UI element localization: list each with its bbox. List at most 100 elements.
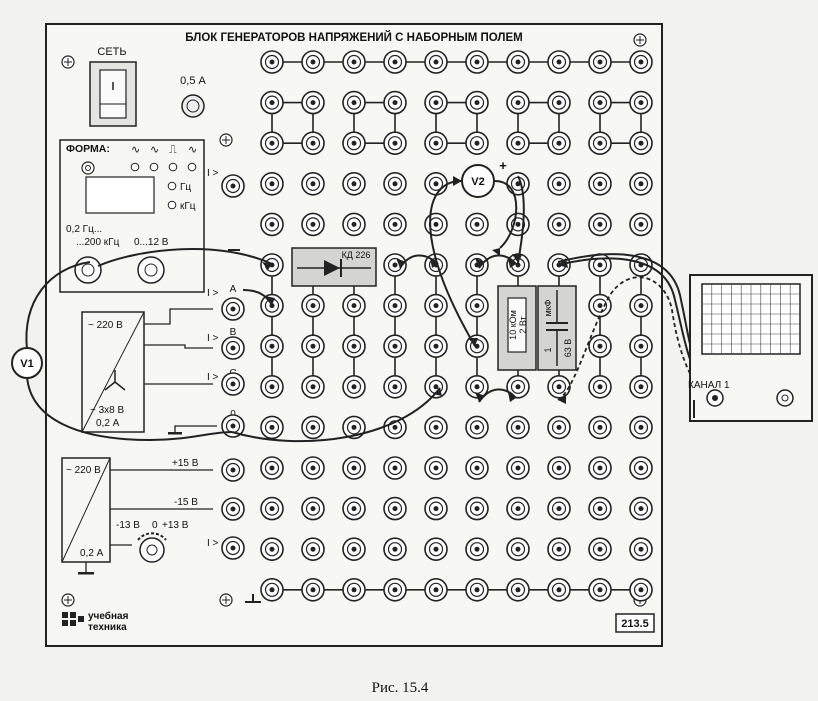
grid-socket[interactable]: [301, 496, 325, 521]
grid-socket[interactable]: [342, 212, 366, 237]
grid-socket[interactable]: [342, 50, 366, 74]
grid-socket[interactable]: [629, 374, 653, 399]
grid-socket[interactable]: [260, 50, 284, 74]
grid-socket[interactable]: [301, 293, 325, 318]
grid-socket[interactable]: [342, 537, 366, 562]
grid-socket[interactable]: [424, 90, 448, 115]
grid-socket[interactable]: [383, 374, 407, 399]
grid-socket[interactable]: [260, 374, 284, 399]
grid-socket[interactable]: [588, 293, 612, 318]
grid-socket[interactable]: [506, 415, 530, 440]
grid-socket[interactable]: [260, 172, 284, 196]
grid-socket[interactable]: [506, 456, 530, 480]
grid-socket[interactable]: [342, 374, 366, 399]
minus15-socket[interactable]: [221, 497, 245, 521]
grid-socket[interactable]: [424, 415, 448, 440]
grid-socket[interactable]: [301, 212, 325, 237]
grid-socket[interactable]: [383, 172, 407, 196]
grid-socket[interactable]: [424, 50, 448, 74]
grid-socket[interactable]: [588, 131, 612, 155]
grid-socket[interactable]: [629, 131, 653, 155]
grid-socket[interactable]: [588, 456, 612, 480]
grid-socket[interactable]: [424, 496, 448, 521]
grid-socket[interactable]: [588, 334, 612, 359]
grid-socket[interactable]: [260, 131, 284, 155]
phase-b-socket[interactable]: [221, 336, 245, 360]
grid-socket[interactable]: [342, 172, 366, 196]
grid-socket[interactable]: [260, 415, 284, 440]
grid-socket[interactable]: [629, 212, 653, 237]
grid-socket[interactable]: [383, 131, 407, 155]
grid-socket[interactable]: [465, 253, 489, 277]
grid-socket[interactable]: [301, 415, 325, 440]
grid-socket[interactable]: [260, 212, 284, 237]
generator-output-socket[interactable]: [221, 174, 245, 198]
plus15-socket[interactable]: [221, 458, 245, 482]
grid-socket[interactable]: [588, 90, 612, 115]
grid-socket[interactable]: [424, 172, 448, 196]
grid-socket[interactable]: [629, 456, 653, 480]
grid-socket[interactable]: [260, 90, 284, 115]
grid-socket[interactable]: [465, 90, 489, 115]
grid-socket[interactable]: [260, 577, 284, 602]
grid-socket[interactable]: [588, 577, 612, 602]
grid-socket[interactable]: [465, 131, 489, 155]
grid-socket[interactable]: [465, 212, 489, 237]
grid-socket[interactable]: [383, 415, 407, 440]
grid-socket[interactable]: [465, 577, 489, 602]
grid-socket[interactable]: [424, 374, 448, 399]
grid-socket[interactable]: [547, 374, 571, 399]
grid-socket[interactable]: [383, 50, 407, 74]
grid-socket[interactable]: [301, 334, 325, 359]
grid-socket[interactable]: [629, 577, 653, 602]
grid-socket[interactable]: [588, 496, 612, 521]
grid-socket[interactable]: [260, 537, 284, 562]
grid-socket[interactable]: [465, 50, 489, 74]
grid-socket[interactable]: [424, 537, 448, 562]
grid-socket[interactable]: [342, 293, 366, 318]
grid-socket[interactable]: [629, 537, 653, 562]
grid-socket[interactable]: [465, 374, 489, 399]
grid-socket[interactable]: [465, 293, 489, 318]
grid-socket[interactable]: [301, 577, 325, 602]
grid-socket[interactable]: [424, 212, 448, 237]
grid-socket[interactable]: [301, 456, 325, 480]
grid-socket[interactable]: [342, 131, 366, 155]
grid-socket[interactable]: [383, 90, 407, 115]
grid-socket[interactable]: [506, 577, 530, 602]
grid-socket[interactable]: [465, 537, 489, 562]
grid-socket[interactable]: [301, 90, 325, 115]
grid-socket[interactable]: [383, 577, 407, 602]
grid-socket[interactable]: [465, 456, 489, 480]
grid-socket[interactable]: [629, 334, 653, 359]
grid-socket[interactable]: [506, 50, 530, 74]
grid-socket[interactable]: [424, 131, 448, 155]
grid-socket[interactable]: [506, 537, 530, 562]
grid-socket[interactable]: [629, 172, 653, 196]
grid-socket[interactable]: [383, 334, 407, 359]
form-select-button[interactable]: [81, 161, 95, 175]
grid-socket[interactable]: [547, 577, 571, 602]
grid-socket[interactable]: [629, 415, 653, 440]
grid-socket[interactable]: [424, 334, 448, 359]
grid-socket[interactable]: [383, 456, 407, 480]
grid-socket[interactable]: [342, 496, 366, 521]
grid-socket[interactable]: [383, 253, 407, 277]
adjustable-dc-socket[interactable]: [221, 536, 245, 560]
grid-socket[interactable]: [342, 577, 366, 602]
amplitude-knob[interactable]: [137, 256, 165, 284]
grid-socket[interactable]: [260, 456, 284, 480]
grid-socket[interactable]: [629, 90, 653, 115]
grid-socket[interactable]: [424, 577, 448, 602]
grid-socket[interactable]: [547, 131, 571, 155]
grid-socket[interactable]: [588, 415, 612, 440]
grid-socket[interactable]: [383, 293, 407, 318]
grid-socket[interactable]: [383, 212, 407, 237]
grid-socket[interactable]: [383, 496, 407, 521]
grid-socket[interactable]: [301, 50, 325, 74]
grid-socket[interactable]: [547, 212, 571, 237]
grid-socket[interactable]: [588, 50, 612, 74]
grid-socket[interactable]: [465, 496, 489, 521]
grid-socket[interactable]: [342, 334, 366, 359]
grid-socket[interactable]: [301, 537, 325, 562]
